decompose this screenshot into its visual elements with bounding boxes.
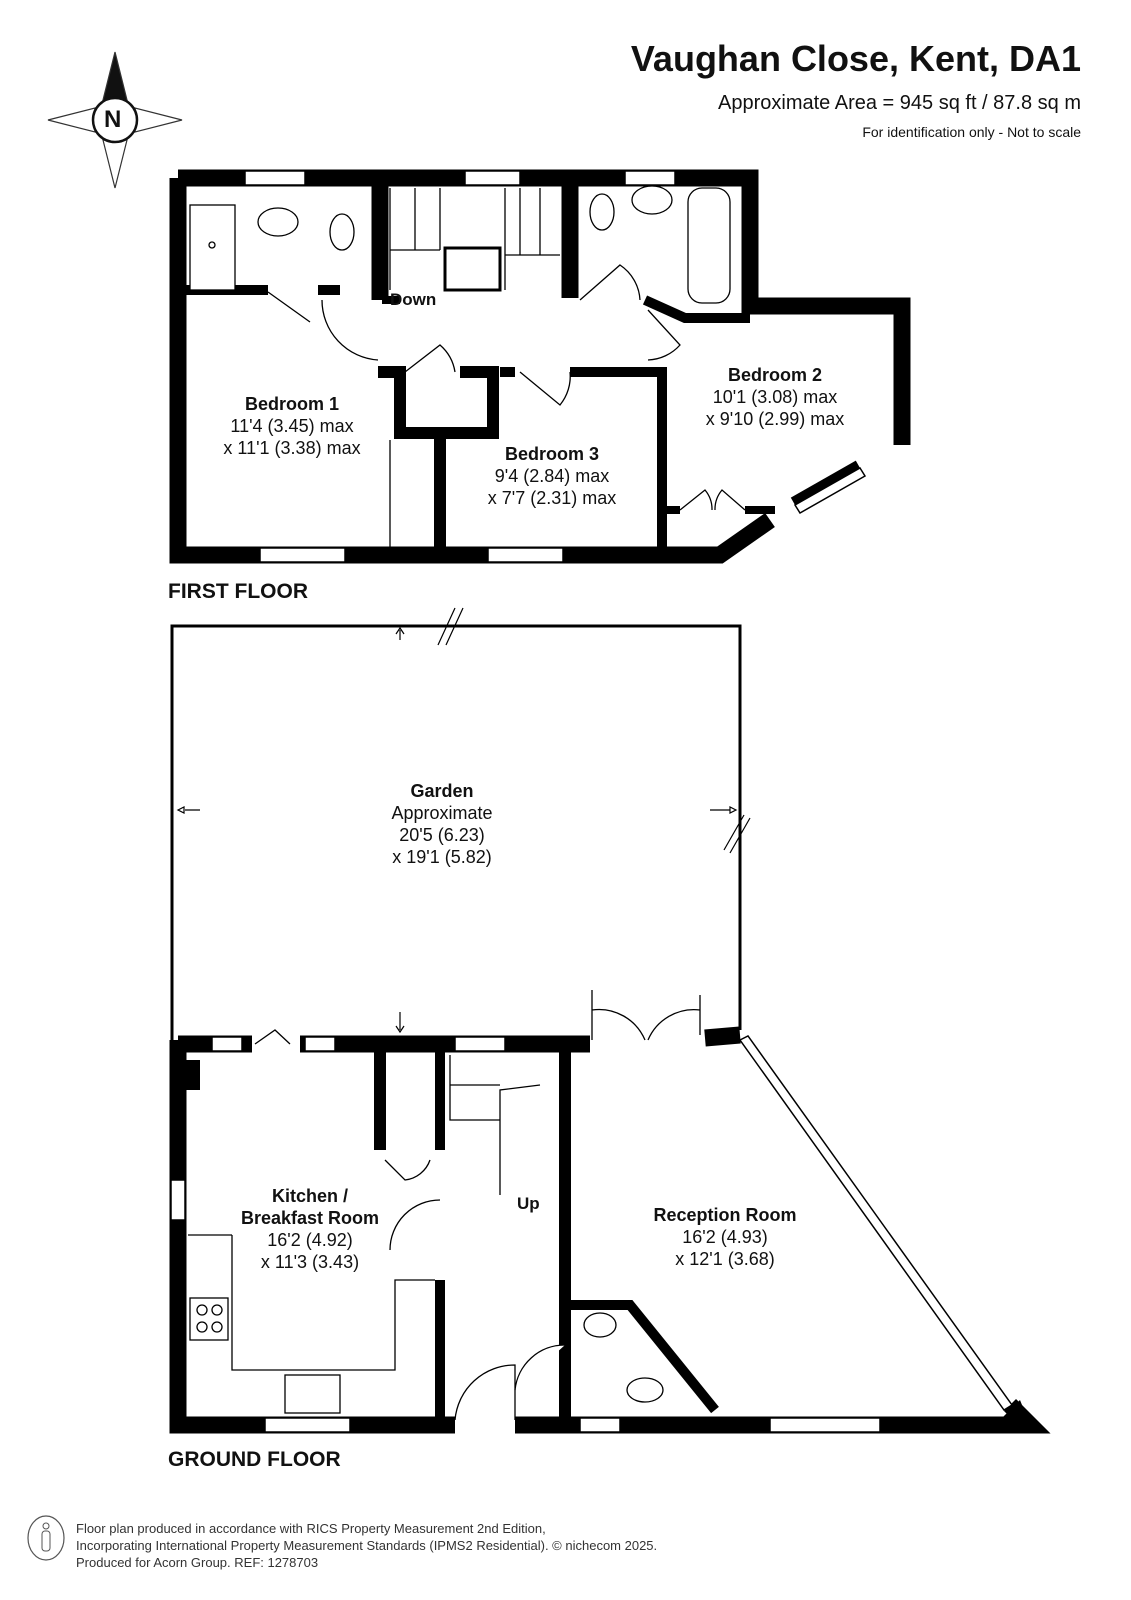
room-garden: Garden Approximate 20'5 (6.23) x 19'1 (5… [391,780,492,868]
room-dimension: x 7'7 (2.31) max [487,488,617,508]
footer-line: Floor plan produced in accordance with R… [76,1521,546,1536]
room-dimension: 16'2 (4.92) [267,1230,353,1250]
room-dimension: x 11'1 (3.38) max [223,438,361,458]
first-floor-windows [244,170,867,563]
ground-floor-walls [169,1026,1051,1434]
room-name: Bedroom 1 [244,394,340,414]
scale-note: For identification only - Not to scale [862,124,1081,140]
room-note: Approximate [391,803,493,823]
room-dimension: 10'1 (3.08) max [712,387,838,407]
room-dimension: 9'4 (2.84) max [494,466,610,486]
reception-corner [1000,1400,1032,1430]
room-dimension: x 12'1 (3.68) [675,1249,775,1269]
room-bedroom-1: Bedroom 1 11'4 (3.45) max x 11'1 (3.38) … [223,393,360,459]
footer-text: Floor plan produced in accordance with R… [76,1520,657,1571]
room-dimension: 16'2 (4.93) [682,1227,768,1247]
compass-north-label: N [104,106,122,133]
room-name: Kitchen / [271,1186,349,1206]
ground-floor-label: GROUND FLOOR [168,1448,341,1471]
property-title: Vaughan Close, Kent, DA1 [630,38,1081,79]
room-bedroom-2: Bedroom 2 10'1 (3.08) max x 9'10 (2.99) … [706,364,845,430]
room-name: Reception Room [653,1205,797,1225]
room-bedroom-3: Bedroom 3 9'4 (2.84) max x 7'7 (2.31) ma… [488,443,617,509]
footer-line: Produced for Acorn Group. REF: 1278703 [76,1555,319,1570]
first-floor-fixtures [189,185,746,548]
room-name: Bedroom 3 [504,444,600,464]
first-floor-walls [169,169,911,564]
stairs-up-label: Up [517,1194,540,1213]
room-name: Garden [410,781,474,801]
compass-icon [47,51,183,189]
room-reception: Reception Room 16'2 (4.93) x 12'1 (3.68) [653,1204,796,1270]
room-name-line2: Breakfast Room [240,1208,380,1228]
room-name: Bedroom 2 [727,365,823,385]
person-icon [27,1515,65,1561]
room-dimension: 20'5 (6.23) [399,825,485,845]
footer-line: Incorporating International Property Mea… [76,1538,658,1553]
ground-floor-fixtures [188,990,701,1421]
ground-floor-windows [170,1035,1014,1433]
room-kitchen: Kitchen / Breakfast Room 16'2 (4.92) x 1… [241,1185,379,1273]
room-dimension: x 11'3 (3.43) [260,1252,360,1272]
room-dimension: x 19'1 (5.82) [392,847,492,867]
room-dimension: 11'4 (3.45) max [230,416,354,436]
stairs-down-label: Down [390,290,437,309]
first-floor-label: FIRST FLOOR [168,580,308,603]
garden-outline [170,607,751,1040]
approximate-area: Approximate Area = 945 sq ft / 87.8 sq m [718,92,1081,114]
room-dimension: x 9'10 (2.99) max [705,409,845,429]
